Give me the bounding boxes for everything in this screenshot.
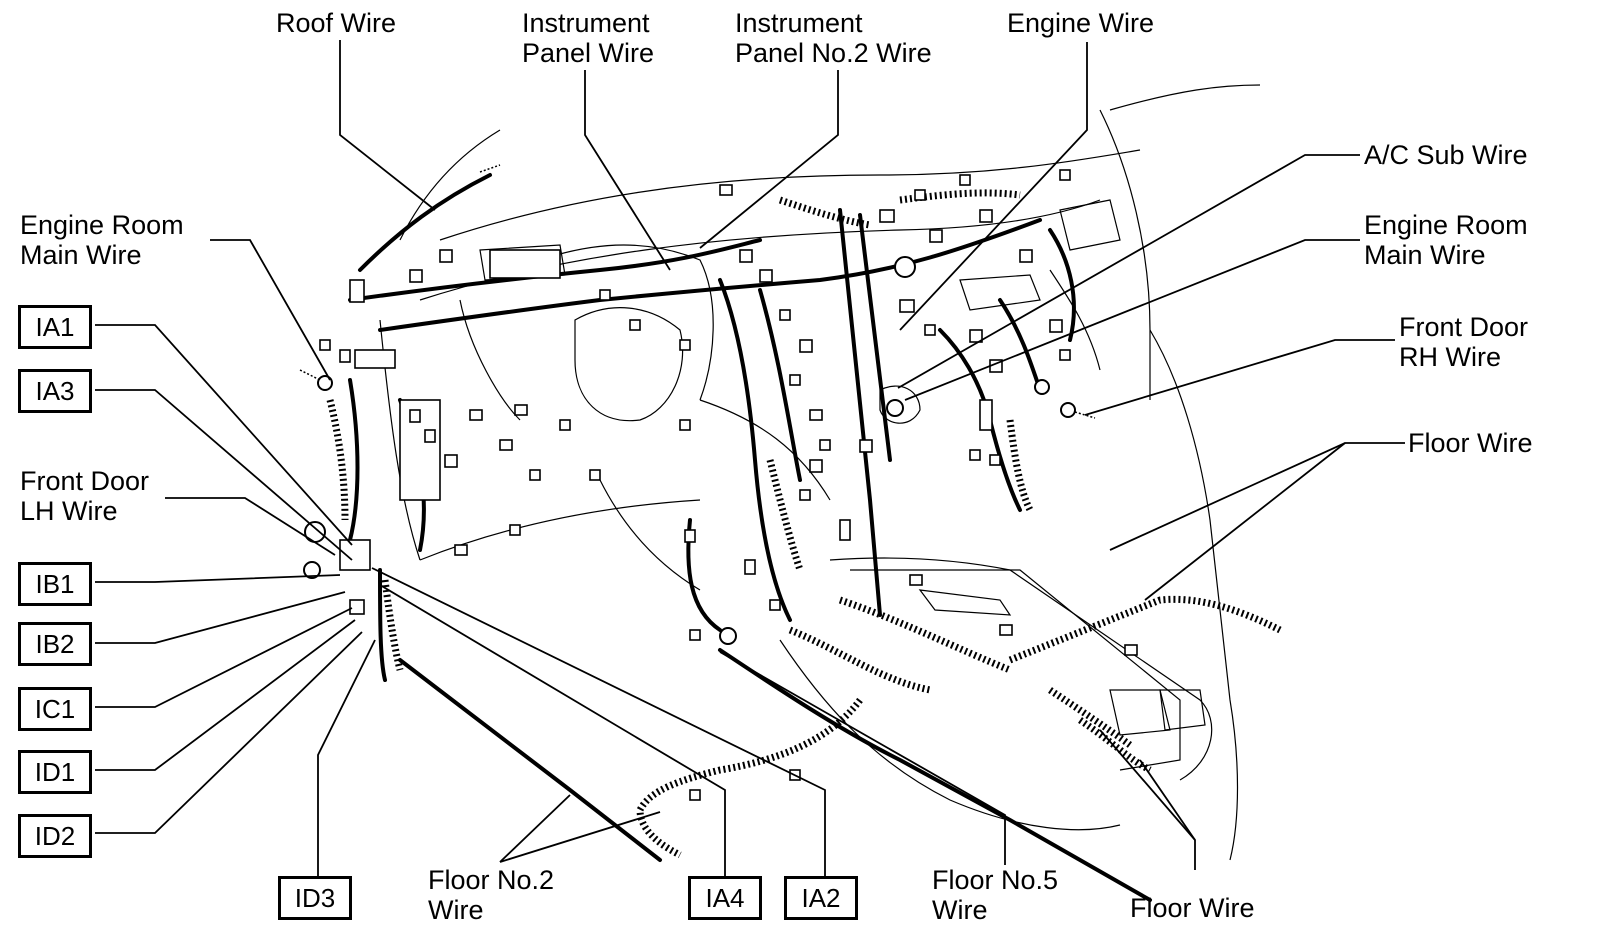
connector-ia4-box: IA4 xyxy=(688,876,762,920)
connector-id3-box: ID3 xyxy=(278,876,352,920)
label-floor-wire-bottom: Floor Wire xyxy=(1130,893,1255,923)
connector-id2-box: ID2 xyxy=(18,814,92,858)
grommet-tails xyxy=(299,164,1096,419)
corrugated-tubes xyxy=(326,189,1282,859)
harness-bundles xyxy=(348,173,1152,902)
grommets xyxy=(303,256,1076,645)
leader-lines xyxy=(95,40,1405,878)
connector-id1-box: ID1 xyxy=(18,750,92,794)
connector-ia1-box: IA1 xyxy=(18,305,92,349)
label-ac-sub-wire: A/C Sub Wire xyxy=(1364,140,1528,170)
label-roof-wire: Roof Wire xyxy=(276,8,397,38)
connector-blocks xyxy=(319,169,1138,801)
label-engine-wire: Engine Wire xyxy=(1007,8,1155,38)
connector-ic1-box: IC1 xyxy=(18,687,92,731)
label-floor-wire-right: Floor Wire xyxy=(1408,428,1533,458)
connector-ib2-box: IB2 xyxy=(18,622,92,666)
connector-ia3-box: IA3 xyxy=(18,369,92,413)
connector-ib1-box: IB1 xyxy=(18,562,92,606)
connector-ia2-box: IA2 xyxy=(784,876,858,920)
